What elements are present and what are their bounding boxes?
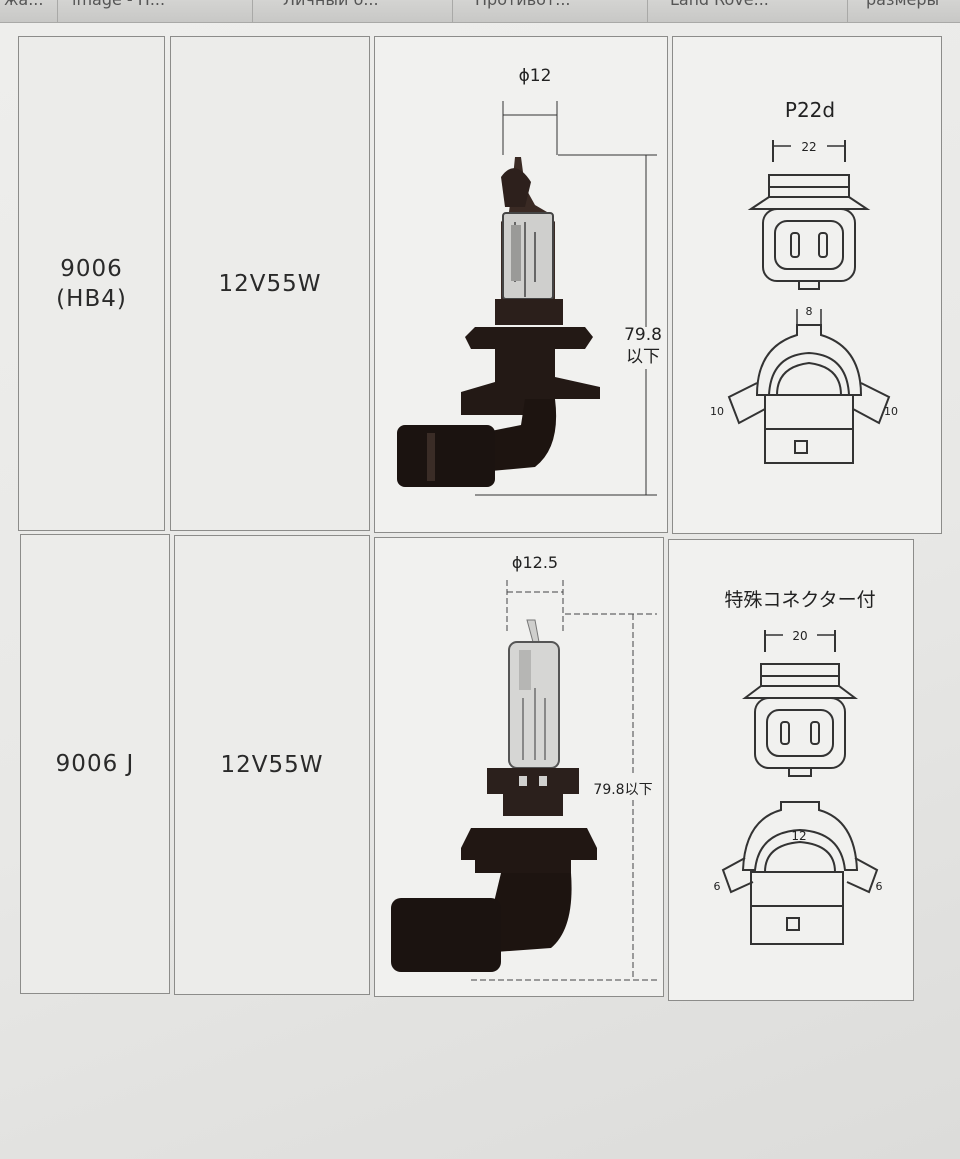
browser-tab[interactable]: image - Н... [58,0,253,22]
browser-tab[interactable]: Land Rove... [648,0,848,22]
base-type-name: P22d [785,98,835,122]
base-right-dim: 10 [884,405,898,418]
bulb-drawing: ϕ12 79.8 以下 [397,66,662,496]
model-alias: (HB4) [56,285,127,312]
length-suffix: 以下 [626,347,660,367]
base-left-dim: 6 [714,880,721,893]
browser-tab[interactable]: Личный б... [253,0,453,22]
base-top-dim: 12 [791,829,806,843]
base-top-dim: 8 [806,305,813,318]
browser-tab[interactable]: размеры [848,0,960,22]
bulb-drawing-cell: ϕ12 79.8 以下 [374,36,668,533]
browser-tab[interactable]: жа... [0,0,58,22]
base-drawing-cell: P22d 22 8 10 10 [672,36,942,534]
base-drawing: P22d 22 8 10 10 [710,98,898,464]
wattage-spec: 12V55W [218,270,322,297]
length-label: 79.8以下 [593,782,652,798]
length-value: 79.8 [624,325,662,345]
base-right-dim: 6 [876,880,883,893]
browser-tab[interactable]: Противот... [453,0,648,22]
model-number: 9006 J [55,751,135,777]
base-drawing-cell: 特殊コネクター付 20 12 6 6 [668,539,914,1001]
wattage-spec: 12V55W [220,752,324,778]
spec-cell: 12V55W [170,36,370,531]
bulb-drawing-cell: ϕ12.5 79.8以下 [374,537,664,997]
model-cell: 9006 (HB4) [18,36,165,531]
diameter-label: ϕ12.5 [512,553,558,572]
diameter-label: ϕ12 [519,66,552,86]
spec-cell: 12V55W [174,535,370,995]
base-type-name: 特殊コネクター付 [724,589,875,611]
base-drawing: 特殊コネクター付 20 12 6 6 [714,589,883,945]
model-cell: 9006 J [20,534,170,994]
base-width-dim: 22 [801,140,816,154]
browser-tab-bar: жа... image - Н... Личный б... Противот.… [0,0,960,23]
spec-sheet: 9006 (HB4) 12V55W ϕ12 79.8 以下 [0,23,960,1159]
base-width-dim: 20 [792,629,807,643]
bulb-drawing: ϕ12.5 79.8以下 [391,553,657,981]
base-left-dim: 10 [710,405,724,418]
model-number: 9006 [60,255,123,282]
